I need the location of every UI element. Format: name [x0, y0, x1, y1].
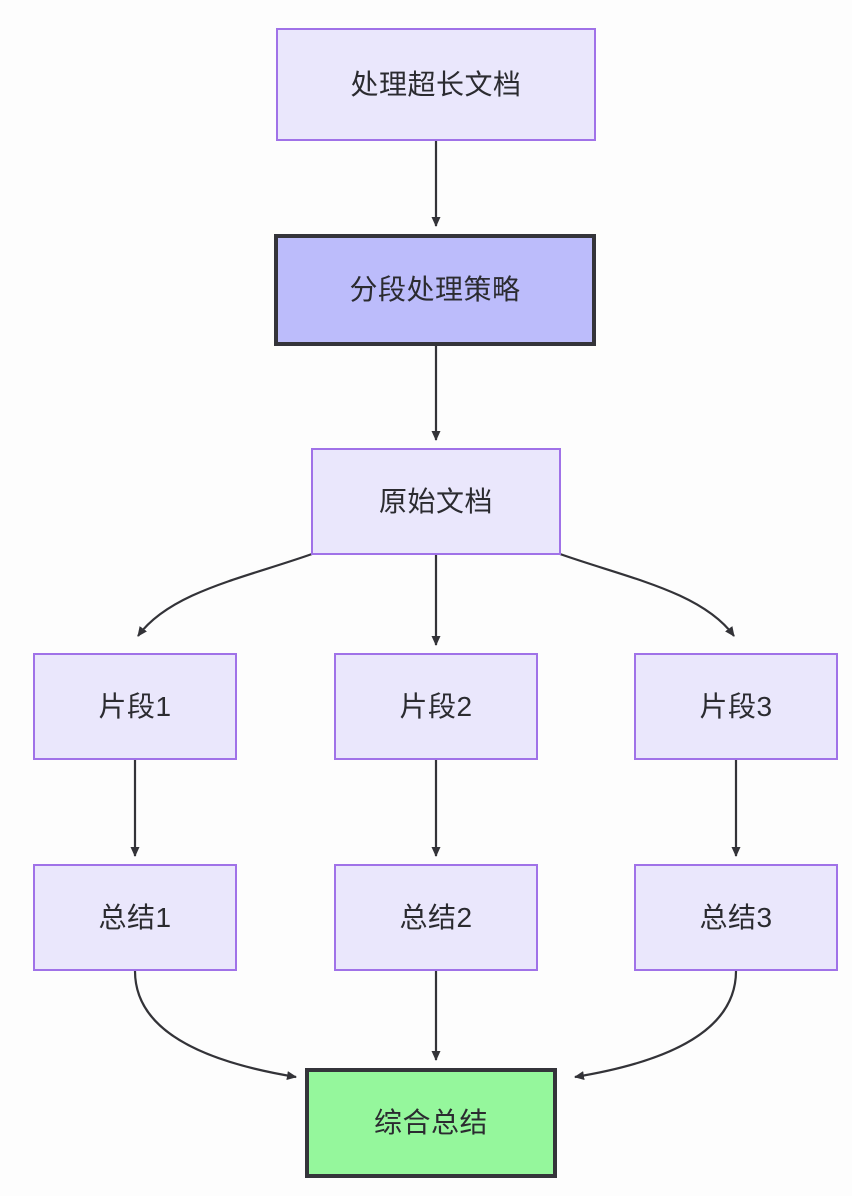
node-label: 分段处理策略 [349, 274, 521, 306]
node-label: 综合总结 [373, 1107, 488, 1139]
node-summary-2[interactable]: 总结2 [334, 864, 538, 971]
node-summary-3[interactable]: 总结3 [634, 864, 838, 971]
node-label: 总结2 [399, 901, 473, 933]
node-fragment-1[interactable]: 片段1 [33, 653, 237, 760]
node-label: 片段1 [98, 690, 172, 722]
node-label: 原始文档 [378, 485, 493, 517]
node-label: 片段2 [399, 690, 473, 722]
node-chunk-strategy[interactable]: 分段处理策略 [274, 234, 596, 346]
node-process-long-doc[interactable]: 处理超长文档 [276, 28, 596, 141]
node-summary-1[interactable]: 总结1 [33, 864, 237, 971]
edge-summary-3-to-final-summary [574, 970, 738, 1080]
node-fragment-2[interactable]: 片段2 [334, 653, 538, 760]
edge-summary-1-to-final-summary [133, 970, 297, 1080]
node-label: 片段3 [699, 690, 773, 722]
node-final-summary[interactable]: 综合总结 [305, 1068, 557, 1178]
node-label: 总结3 [699, 901, 773, 933]
edge-source-doc-to-fragment-3 [559, 552, 735, 637]
node-source-doc[interactable]: 原始文档 [311, 448, 561, 555]
node-label: 处理超长文档 [350, 68, 522, 100]
node-label: 总结1 [98, 901, 172, 933]
edge-source-doc-to-fragment-1 [137, 552, 313, 637]
node-fragment-3[interactable]: 片段3 [634, 653, 838, 760]
